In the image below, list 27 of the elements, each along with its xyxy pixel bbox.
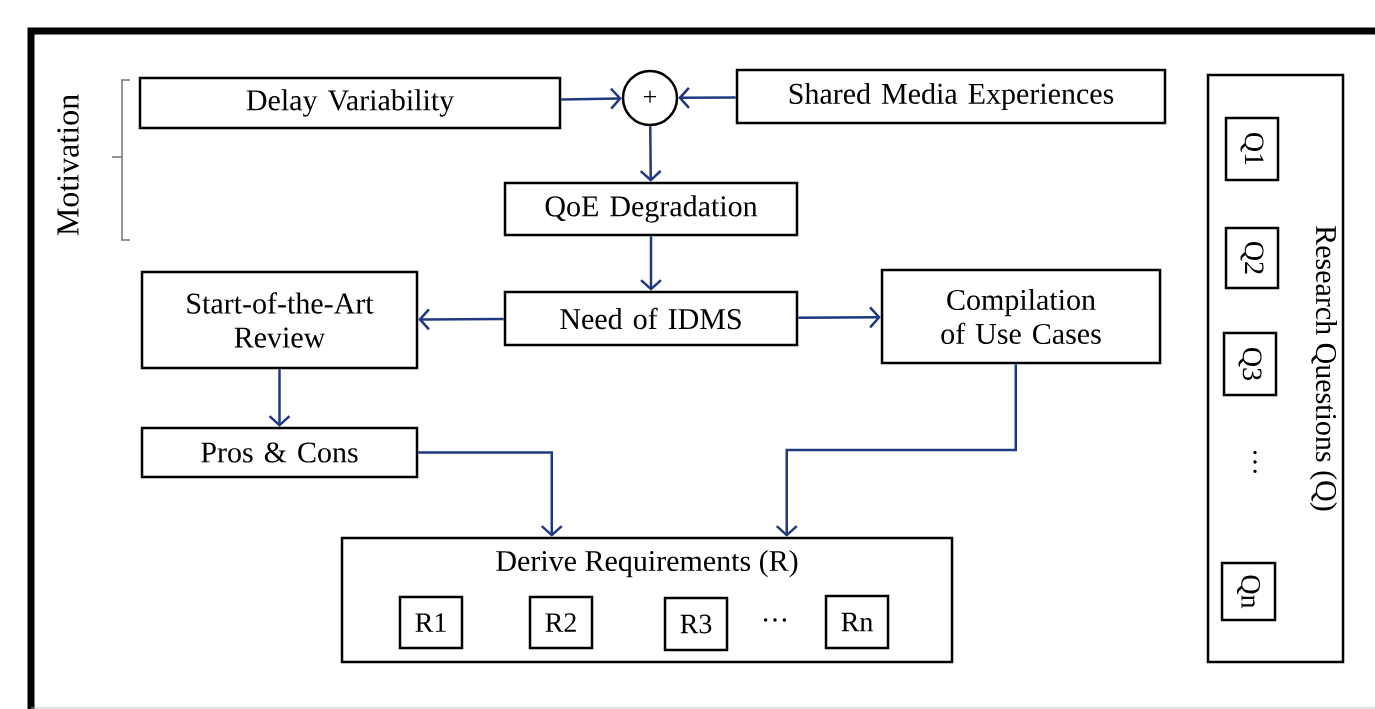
ellipsis: …	[1253, 450, 1257, 474]
arrow	[561, 87, 622, 110]
process-box: Shared Media Experiences	[735, 68, 1167, 125]
item-box: R1	[398, 595, 464, 650]
arrow	[678, 86, 736, 109]
process-box: Delay Variability	[138, 76, 562, 130]
arrow	[798, 306, 881, 329]
process-box: Start-of-the-Art Review	[140, 270, 419, 370]
item-box: Qn	[1220, 561, 1277, 622]
arrow	[418, 451, 563, 537]
item-box: R2	[528, 595, 594, 650]
arrow	[639, 126, 662, 182]
process-box: Pros & Cons	[140, 426, 419, 479]
arrow	[640, 236, 662, 291]
arrow	[775, 364, 1017, 537]
item-box: Rn	[824, 594, 890, 650]
arrow	[418, 308, 504, 331]
rotated-label: Motivation	[57, 94, 79, 236]
item-box: Q2	[1224, 226, 1280, 290]
ellipsis: …	[764, 618, 787, 622]
arrow	[268, 369, 291, 427]
process-box: Compilation of Use Cases	[880, 268, 1162, 365]
item-box: R3	[663, 596, 729, 652]
item-box: Q3	[1222, 331, 1278, 397]
item-box: Q1	[1224, 116, 1280, 182]
process-box: Need of IDMS	[503, 290, 799, 347]
process-box: QoE Degradation	[503, 181, 799, 237]
